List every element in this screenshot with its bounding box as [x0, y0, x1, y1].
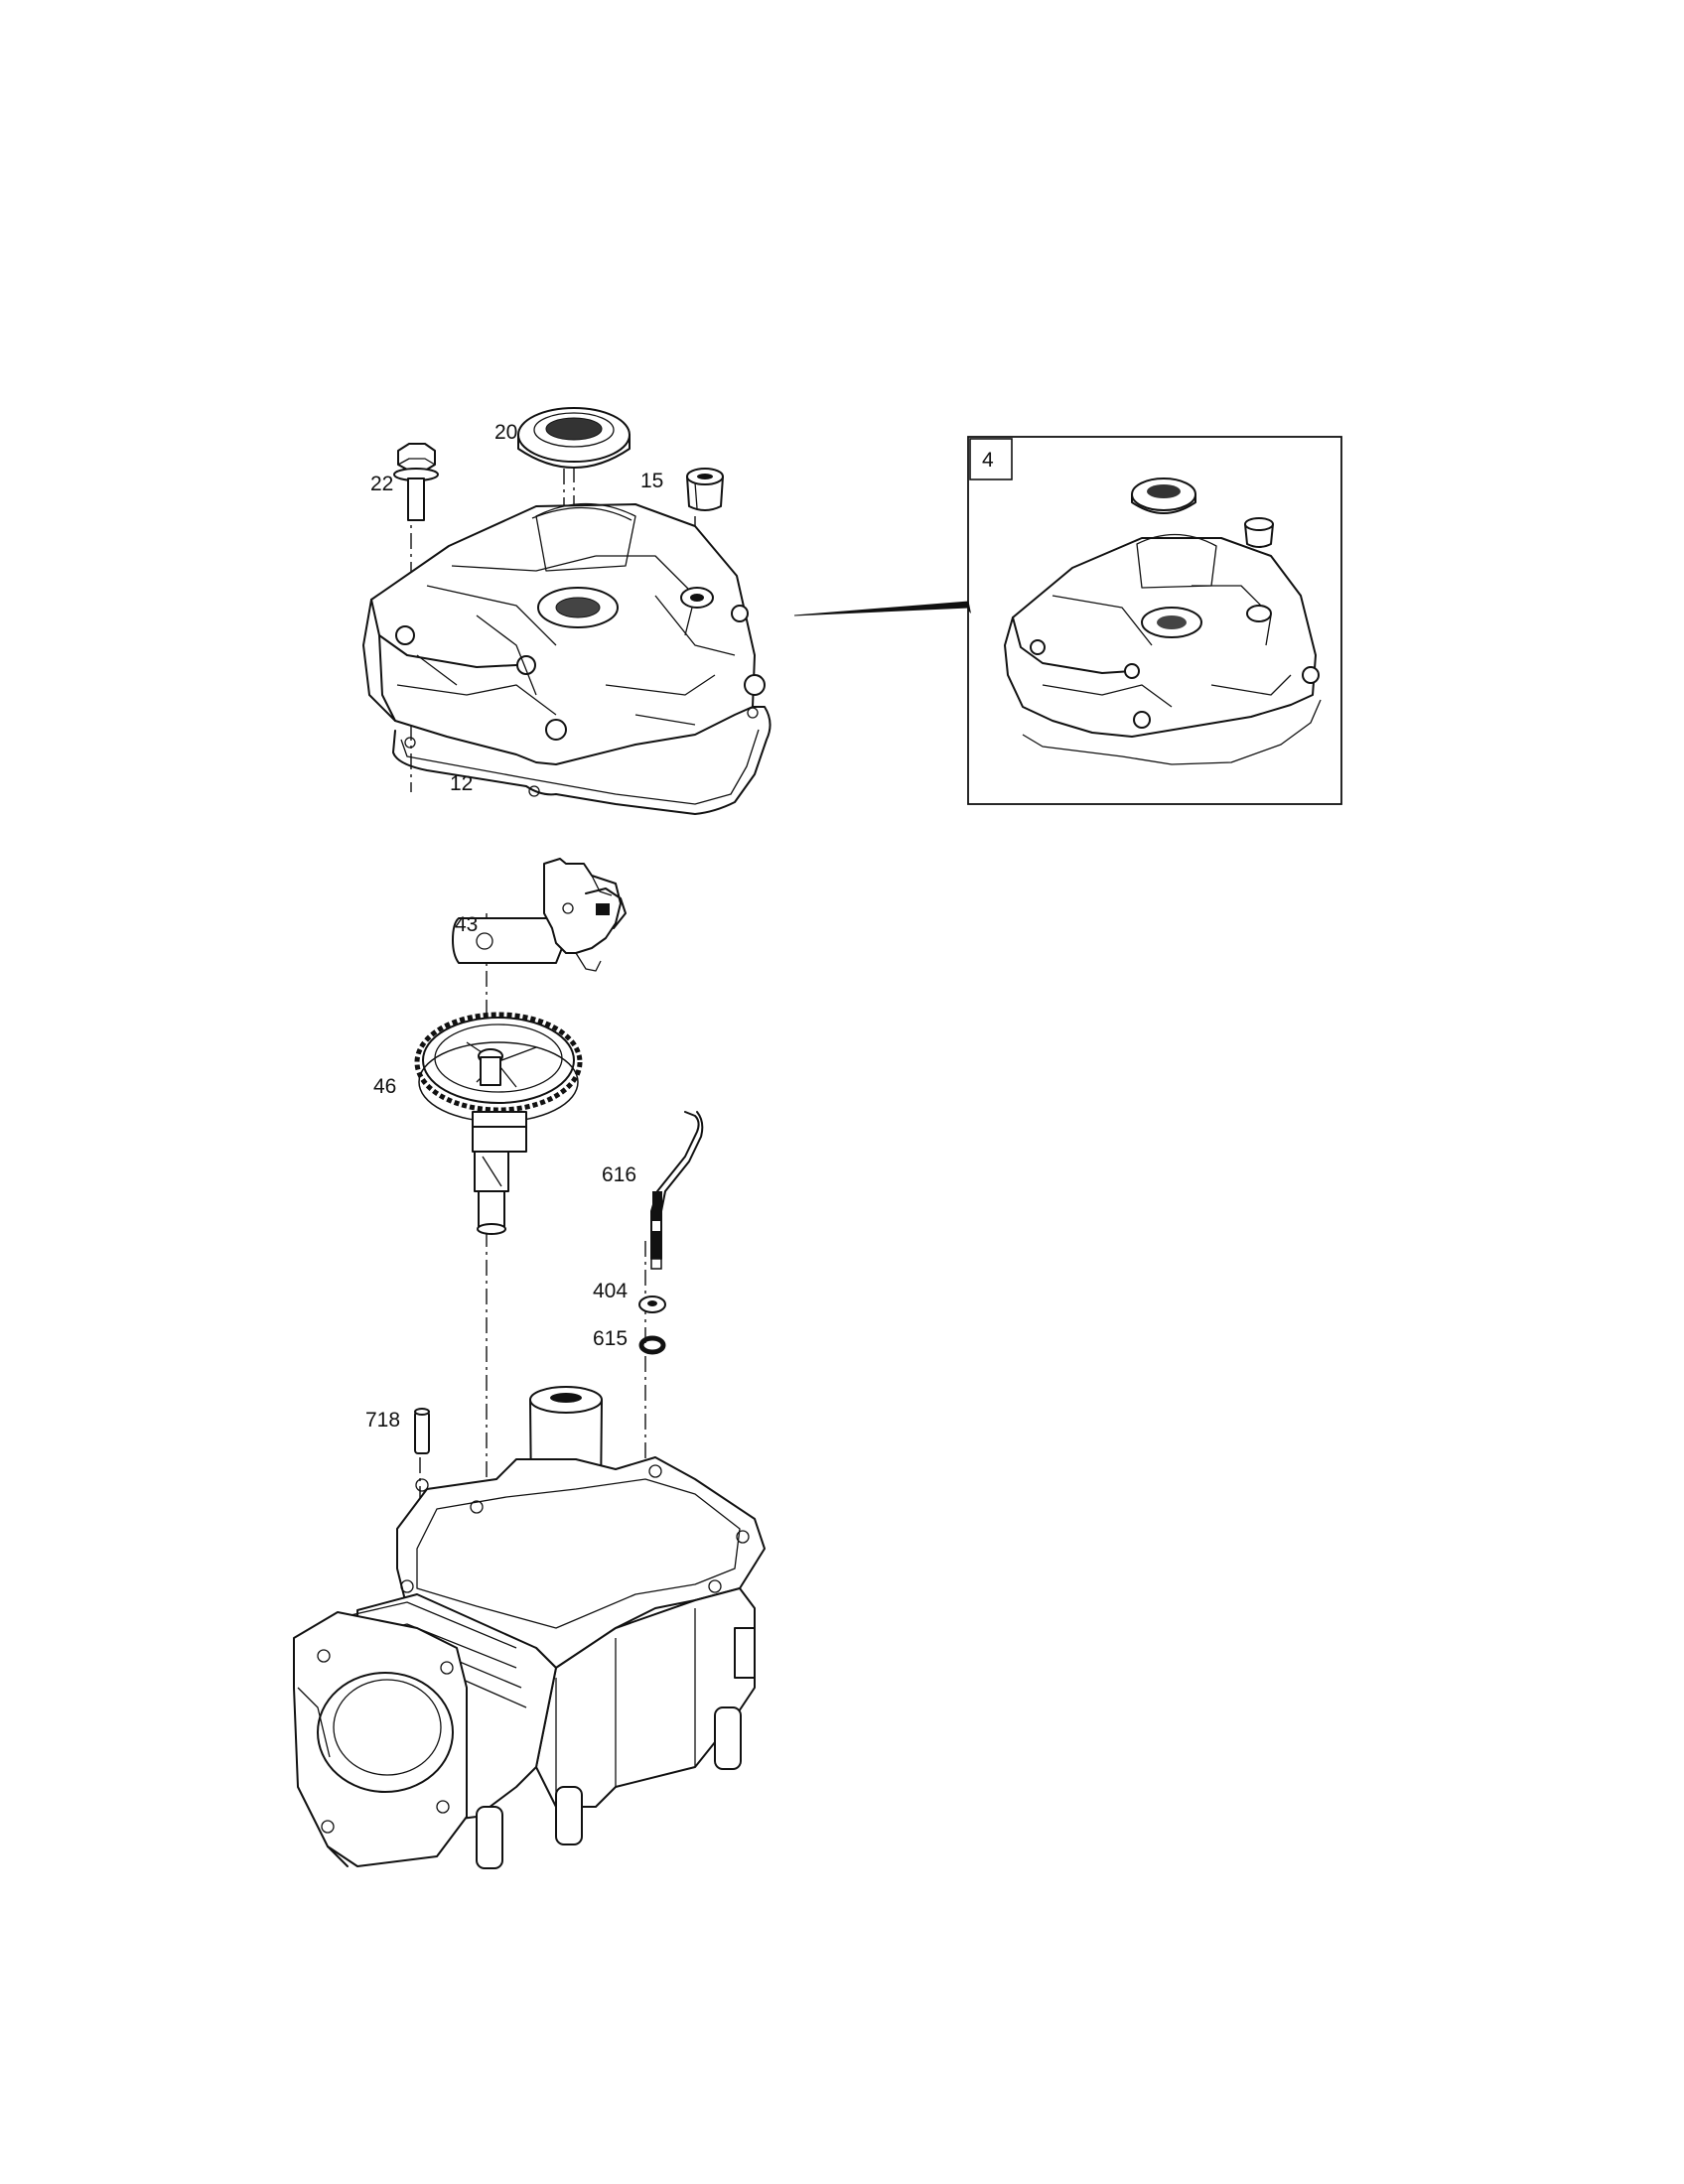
callout-404: 404 [593, 1280, 628, 1302]
callout-46: 46 [373, 1075, 396, 1098]
part-engine-block [293, 1386, 766, 1869]
assembly-inset [967, 436, 1342, 805]
part-oil-seal [517, 407, 631, 615]
callout-4: 4 [982, 449, 994, 472]
callout-43: 43 [455, 913, 478, 936]
callout-12: 12 [450, 772, 473, 795]
callout-616: 616 [602, 1163, 636, 1186]
part-governor-bracket [452, 858, 627, 972]
part-dipstick-tube [650, 1111, 704, 1270]
callout-20: 20 [494, 421, 517, 444]
part-dowel-pin [414, 1408, 430, 1454]
callout-labels: 20 22 15 12 4 43 46 616 404 615 718 [365, 421, 994, 1432]
callout-22: 22 [370, 473, 393, 495]
part-o-ring [638, 1335, 666, 1355]
part-crankcase-cover [362, 502, 772, 815]
part-bolt [393, 443, 439, 521]
part-washer [638, 1296, 666, 1313]
callout-718: 718 [365, 1409, 400, 1432]
assembly-leader-arrow [793, 599, 971, 616]
callout-615: 615 [593, 1327, 628, 1350]
callout-15: 15 [640, 470, 663, 492]
part-bushing [686, 468, 724, 511]
part-cam-gear [414, 1012, 583, 1235]
